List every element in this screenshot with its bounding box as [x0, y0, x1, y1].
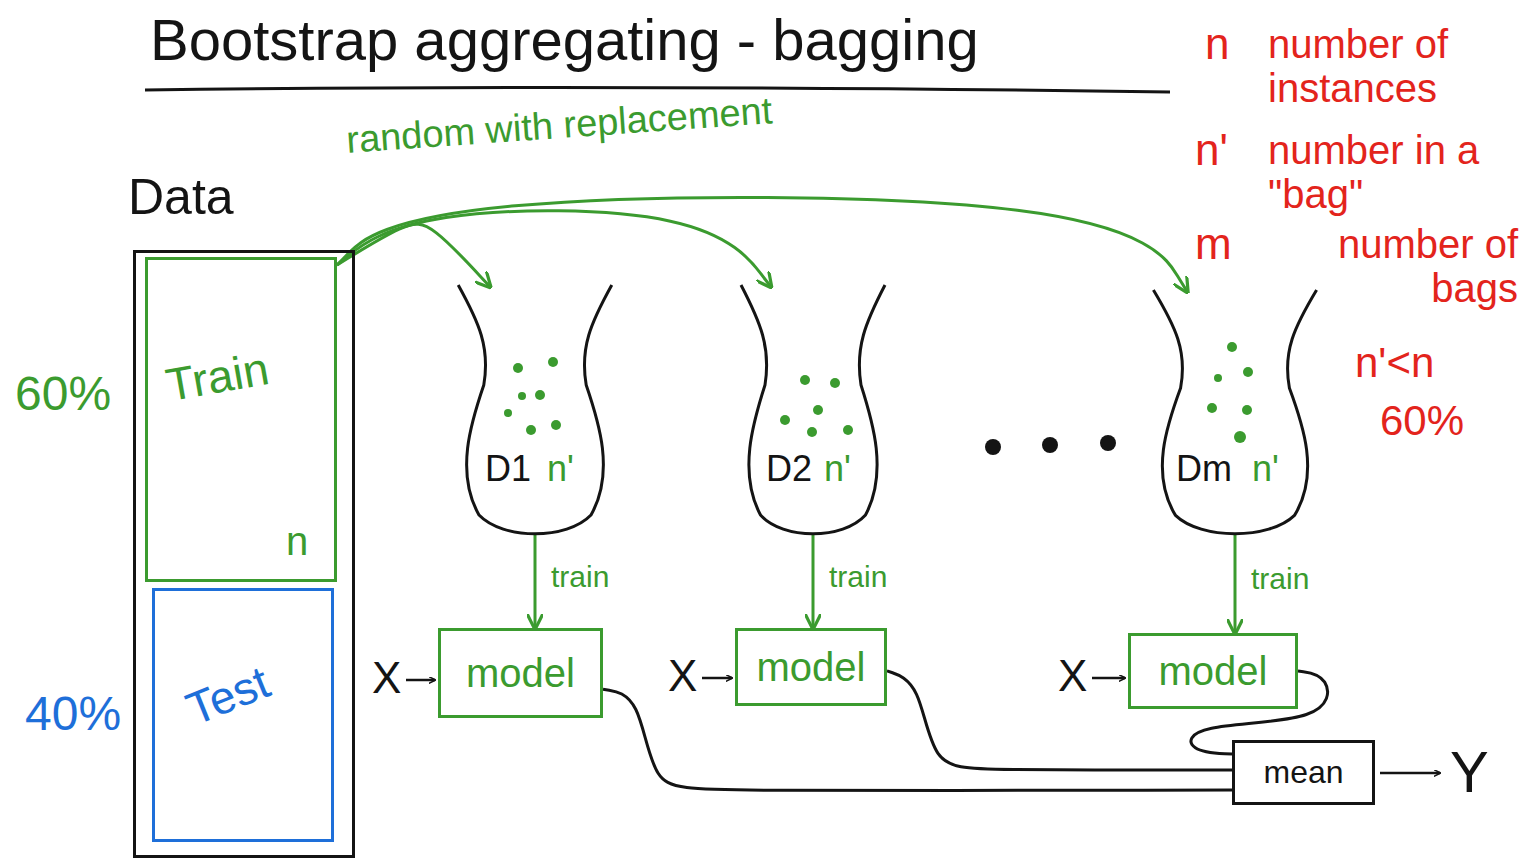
test-box: Test	[152, 588, 334, 842]
data-box: TrainnTestData	[133, 250, 355, 858]
title-underline	[145, 87, 1170, 92]
input-symbol: X	[1058, 652, 1087, 700]
dot	[813, 405, 823, 415]
model-box: model	[1128, 633, 1298, 709]
bag-outline	[455, 285, 615, 535]
note-text: number in a "bag"	[1268, 128, 1518, 216]
bag-outline	[738, 285, 888, 535]
note-text: number of bags	[1268, 222, 1518, 310]
dot	[780, 415, 790, 425]
model-box: model	[438, 628, 603, 718]
legend-symbol: n	[1205, 20, 1229, 68]
sampling-note: random with replacement	[345, 90, 774, 161]
dot	[1242, 405, 1252, 415]
percent-label: 40%	[25, 688, 121, 741]
dot	[807, 427, 817, 437]
dot	[518, 392, 526, 400]
dot	[1243, 367, 1253, 377]
percent-label: 60%	[15, 368, 111, 421]
input-symbol: X	[668, 652, 697, 700]
edge-label: train	[827, 560, 889, 593]
bag-outline-path	[458, 285, 612, 534]
input-symbol: X	[372, 654, 401, 702]
bag-shape: D2 n'	[738, 285, 888, 535]
train-box: Train n	[145, 257, 337, 582]
connector-arrow	[337, 197, 1187, 292]
dot	[843, 425, 853, 435]
connector-arrow	[1234, 535, 1237, 633]
output-symbol: Y	[1450, 740, 1489, 804]
dot	[548, 357, 558, 367]
percent-label: 60%	[1380, 398, 1464, 444]
dot	[526, 425, 536, 435]
dot	[1234, 431, 1246, 443]
model-label: model	[466, 650, 575, 696]
connector-arrow	[603, 689, 1232, 790]
mean-label: mean	[1263, 754, 1343, 791]
edge-label: train	[1249, 562, 1311, 595]
bag-outline	[1150, 290, 1320, 535]
dot	[1214, 374, 1222, 382]
bag-dots	[504, 342, 1253, 443]
bag-name: D2	[766, 448, 812, 489]
bag-name: Dm	[1176, 448, 1232, 489]
box-label: Test	[179, 655, 277, 736]
dot	[513, 363, 523, 373]
legend-symbol: n'	[1195, 126, 1228, 174]
dot	[504, 409, 512, 417]
connector-arrow	[337, 224, 490, 287]
input-arrow	[1092, 677, 1125, 680]
model-label: model	[1159, 648, 1268, 694]
connector-arrow	[337, 211, 771, 287]
dot	[1042, 437, 1058, 453]
bag-outline-path	[741, 285, 885, 534]
box-heading: Data	[128, 169, 234, 227]
edge-label: train	[549, 560, 611, 593]
bag-outline-path	[1153, 290, 1316, 534]
count-symbol: n	[286, 518, 308, 564]
dot	[1227, 342, 1237, 352]
dot	[551, 420, 561, 430]
connector-arrow	[534, 535, 537, 628]
legend-symbol: m	[1195, 220, 1232, 268]
bag-name: D1	[485, 448, 531, 489]
note-text: number of instances	[1268, 22, 1518, 110]
diagram-title: Bootstrap aggregating - bagging	[150, 8, 979, 72]
constraint-note: n'<n	[1355, 340, 1434, 386]
input-arrow	[406, 679, 435, 682]
bag-size: n'	[1252, 448, 1279, 489]
dot	[830, 378, 840, 388]
box-label: Train	[162, 342, 273, 412]
dot	[1100, 435, 1116, 451]
input-arrow	[702, 677, 732, 680]
model-label: model	[757, 644, 866, 690]
dot	[800, 375, 810, 385]
bag-shape: Dm n'	[1150, 290, 1320, 535]
output-arrow	[1380, 772, 1440, 775]
bag-size: n'	[824, 448, 851, 489]
connector-arrow	[812, 535, 815, 628]
bag-size: n'	[547, 448, 574, 489]
dot	[985, 439, 1001, 455]
dot	[535, 390, 545, 400]
mean-box: mean	[1232, 740, 1375, 805]
dot	[1207, 403, 1217, 413]
model-box: model	[735, 628, 887, 706]
bag-shape: D1 n'	[455, 285, 615, 535]
ellipsis-dots	[985, 435, 1116, 455]
